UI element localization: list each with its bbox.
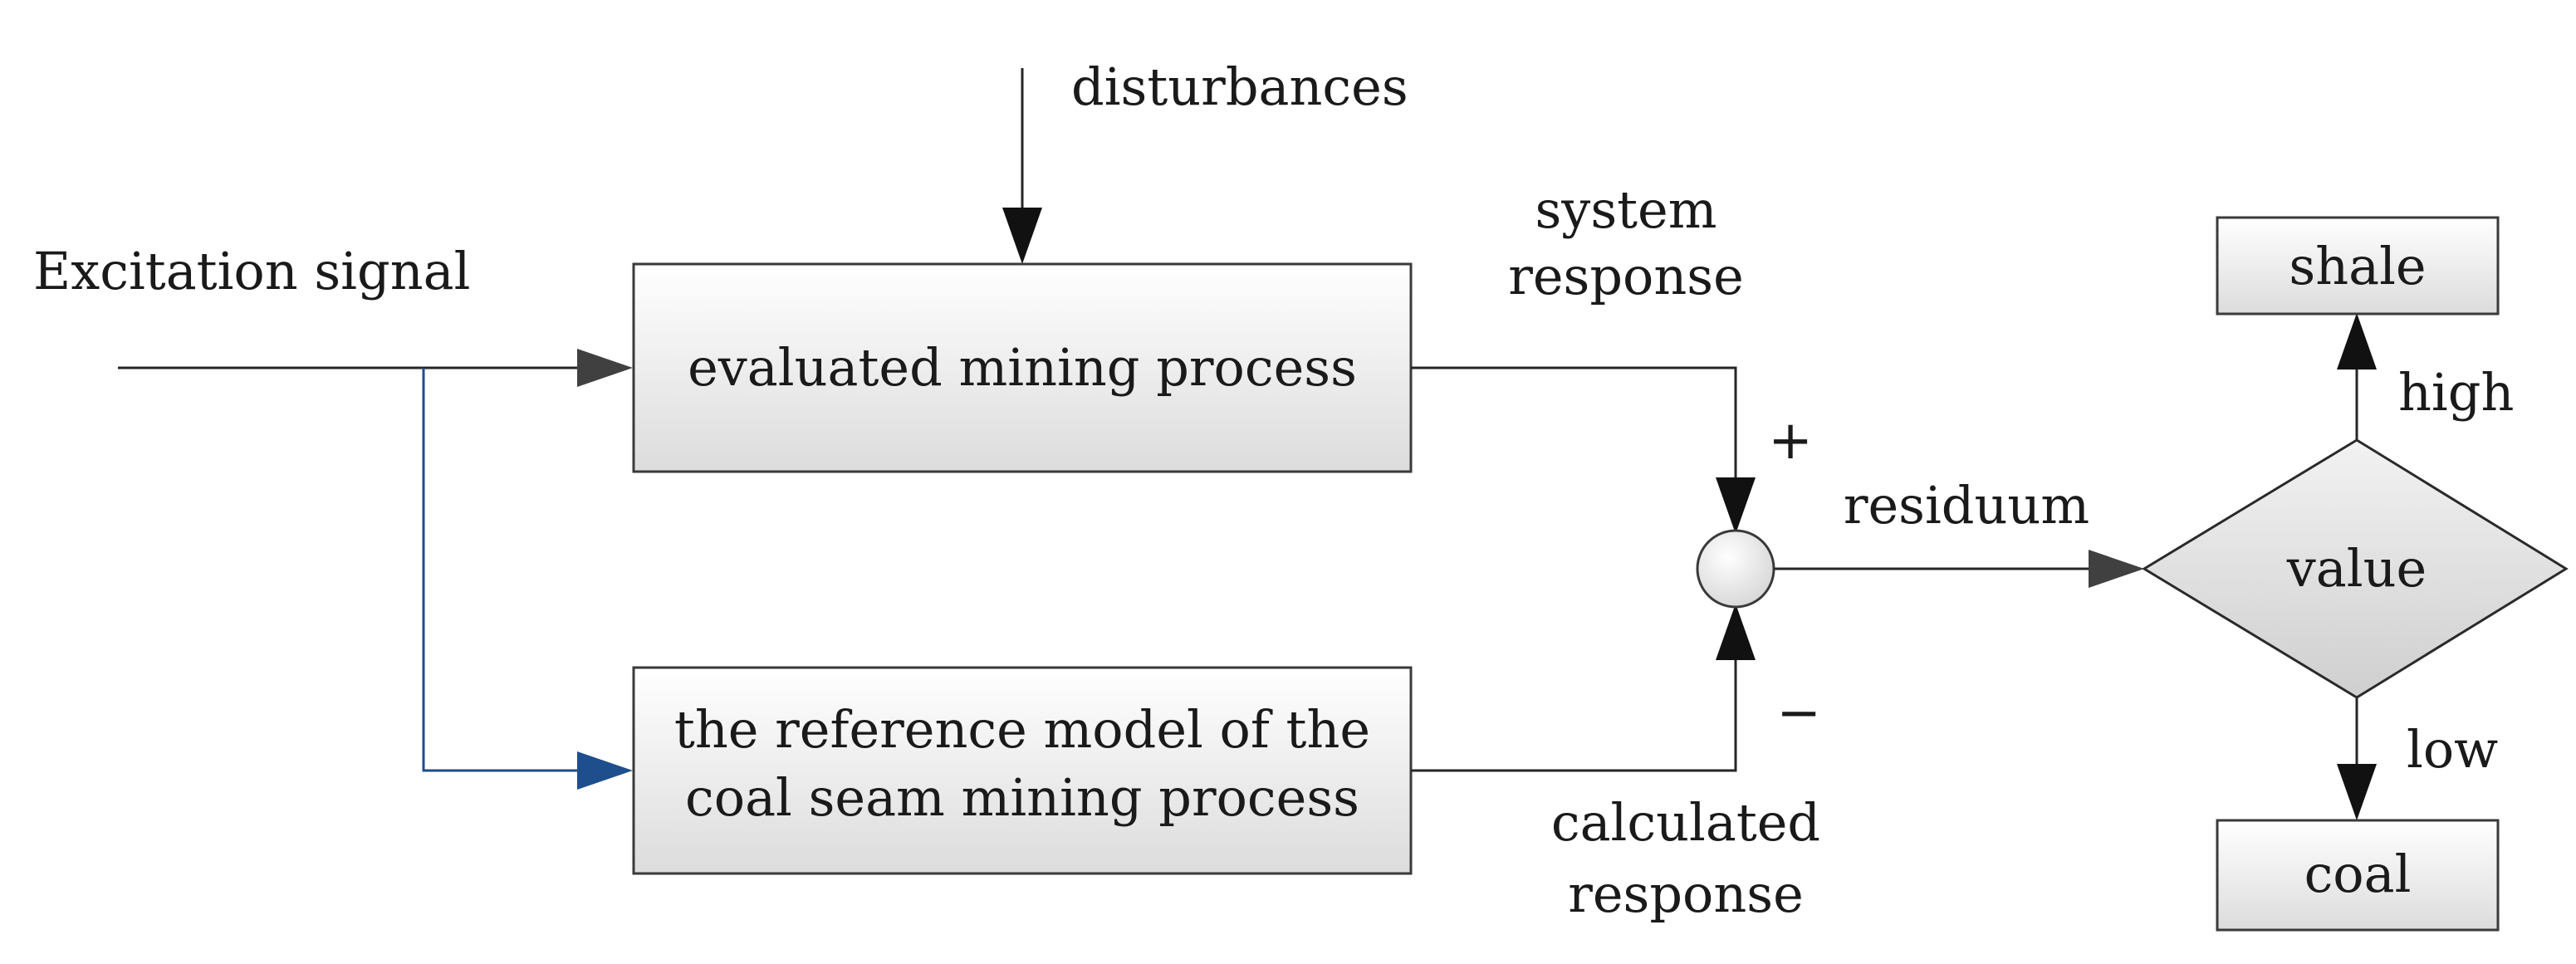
model-branch-arrowhead	[577, 751, 633, 790]
system-response-line	[1411, 366, 1737, 482]
low-branch-arrowhead	[2337, 764, 2377, 820]
calculated-response-line	[1411, 656, 1737, 772]
system-response-label-line2: response	[1508, 246, 1744, 306]
calculated-response-arrowhead	[1716, 604, 1756, 660]
disturbance-arrowhead	[1002, 208, 1042, 264]
disturbance-label: disturbances	[1071, 56, 1408, 117]
reference-model-label-line2: coal seam mining process	[685, 767, 1359, 828]
system-response-arrowhead	[1716, 477, 1756, 534]
process-block-label: evaluated mining process	[688, 337, 1357, 398]
shale-output-label: shale	[2289, 236, 2426, 296]
residuum-label: residuum	[1844, 475, 2089, 536]
coal-output-box	[2216, 819, 2500, 932]
reference-model-label-line1: the reference model of the	[674, 699, 1370, 760]
plus-sign: +	[1768, 410, 1813, 472]
reference-model-block	[632, 666, 1413, 875]
coal-output-label: coal	[2304, 844, 2412, 904]
input-arrowhead	[577, 349, 633, 387]
process-block	[632, 262, 1413, 473]
model-branch-line	[422, 368, 581, 772]
high-label: high	[2398, 362, 2514, 423]
high-branch-arrowhead	[2337, 313, 2377, 369]
system-response-label-line1: system	[1535, 179, 1717, 240]
residuum-arrowhead	[2089, 550, 2144, 588]
calculated-response-label-line2: response	[1568, 864, 1804, 924]
shale-output-box	[2216, 216, 2500, 316]
minus-sign: −	[1776, 683, 1821, 744]
summing-junction	[1696, 529, 1775, 609]
low-label: low	[2407, 719, 2498, 780]
calculated-response-label-line1: calculated	[1551, 792, 1820, 853]
decision-label: value	[2286, 538, 2427, 599]
input-label: Excitation signal	[33, 241, 470, 301]
